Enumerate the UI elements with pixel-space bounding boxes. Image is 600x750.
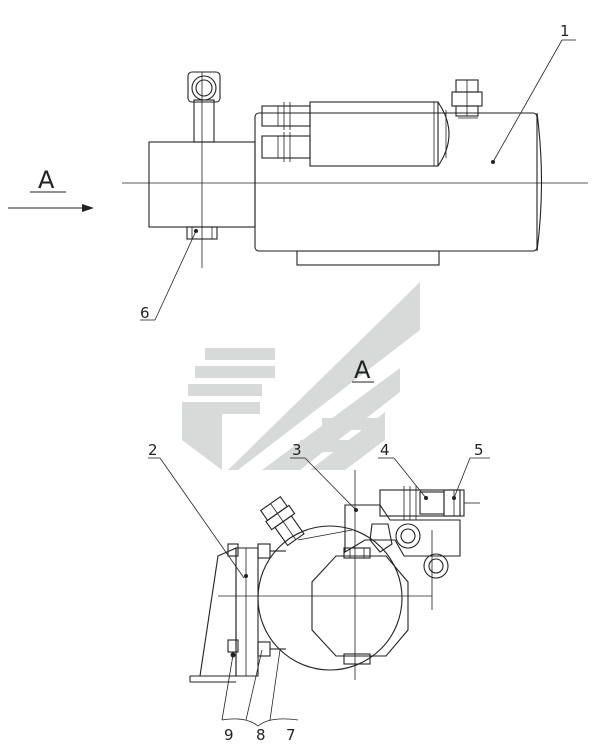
view-letter-a: A [38, 166, 55, 194]
part-label-3: 3 [292, 441, 302, 459]
side-view-a: A [148, 356, 490, 744]
part-label-6: 6 [140, 304, 150, 322]
part-label-2: 2 [148, 441, 158, 459]
part-label-8: 8 [256, 726, 266, 744]
view-a-title: A [354, 356, 371, 384]
view-direction-arrow: A [8, 166, 94, 212]
watermark-logo [182, 282, 420, 470]
part-label-9: 9 [224, 726, 234, 744]
part-label-5: 5 [474, 441, 484, 459]
part-label-1: 1 [560, 22, 570, 40]
part-label-4: 4 [380, 441, 390, 459]
top-view: 1 6 [122, 22, 588, 322]
part-label-7: 7 [286, 726, 296, 744]
